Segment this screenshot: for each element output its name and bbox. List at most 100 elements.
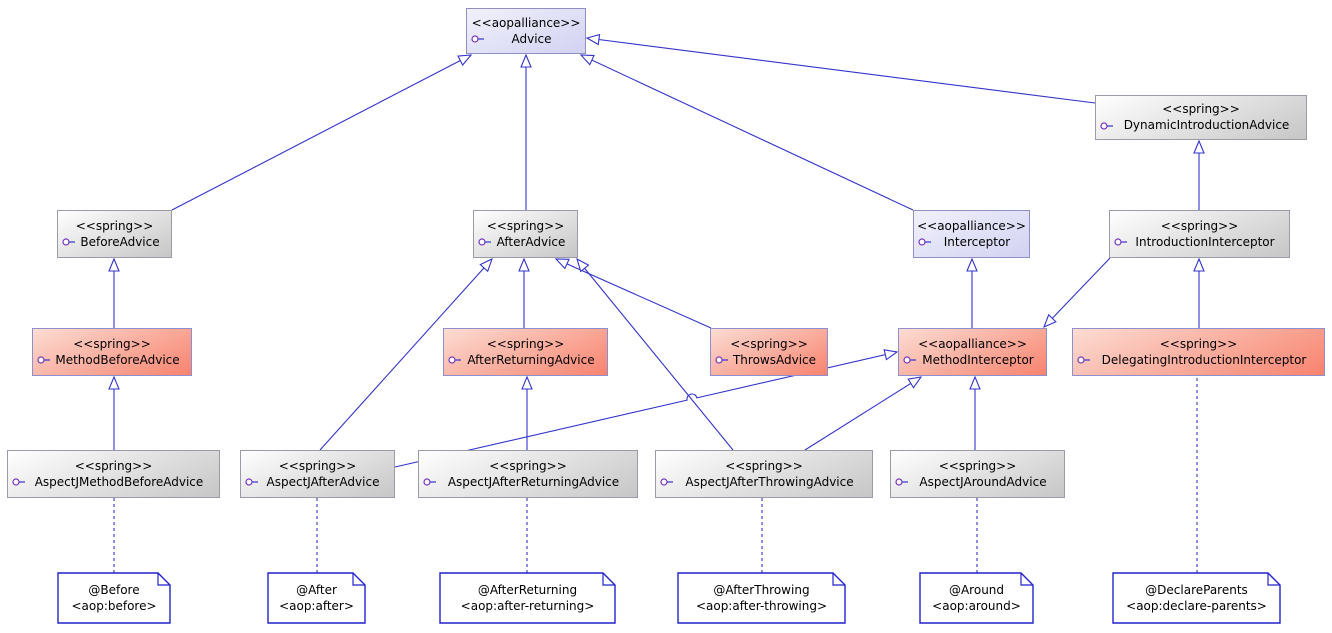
note-fold-icon <box>352 573 365 586</box>
generalization-edge-DynamicIntroductionAdvice-to-Advice <box>587 38 1096 104</box>
class-name: ThrowsAdvice <box>732 352 817 367</box>
note-shape-after-throwing <box>677 572 846 624</box>
interface-icon <box>471 35 484 43</box>
note-annotation: @AfterReturning <box>477 583 578 597</box>
interface-icon <box>62 238 75 246</box>
class-ThrowsAdvice[interactable]: <<spring>>ThrowsAdvice <box>710 328 828 376</box>
note-xml-tag: <aop:declare-parents> <box>1126 599 1267 613</box>
note-shape-before <box>57 572 171 624</box>
interface-icon <box>918 238 931 246</box>
interface-icon <box>660 478 673 486</box>
note-shape-declare-parents <box>1112 572 1281 624</box>
note-annotation: @AfterThrowing <box>713 583 810 597</box>
note-after-throwing[interactable]: @AfterThrowing <aop:after-throwing> <box>678 573 845 623</box>
class-BeforeAdvice[interactable]: <<spring>>BeforeAdvice <box>57 210 172 258</box>
note-shape-after-returning <box>439 572 616 624</box>
note-annotation: @DeclareParents <box>1145 583 1248 597</box>
generalization-edge-AspectJAfterAdvice-to-AfterAdvice <box>319 259 492 451</box>
interface-icon <box>478 238 491 246</box>
class-AfterAdvice[interactable]: <<spring>>AfterAdvice <box>473 210 578 258</box>
note-xml-tag: <aop:around> <box>932 599 1021 613</box>
stereotype-label: <<spring>> <box>486 336 565 351</box>
interface-icon <box>715 356 728 364</box>
class-Advice[interactable]: <<aopalliance>>Advice <box>466 8 586 54</box>
interface-icon <box>245 478 258 486</box>
generalization-edge-ThrowsAdvice-to-AfterAdvice <box>556 259 712 329</box>
stereotype-label: <<spring>> <box>1159 336 1238 351</box>
note-xml-tag: <aop:after-throwing> <box>695 599 828 613</box>
note-fold-icon <box>602 573 615 586</box>
generalization-edge-Interceptor-to-Advice <box>581 55 914 211</box>
stereotype-label: <<spring>> <box>486 218 565 233</box>
class-name: IntroductionInterceptor <box>1135 234 1275 249</box>
note-after[interactable]: @After <aop:after> <box>268 573 365 623</box>
class-DynamicIntroductionAdvice[interactable]: <<spring>>DynamicIntroductionAdvice <box>1095 95 1307 140</box>
class-Interceptor[interactable]: <<aopalliance>>Interceptor <box>913 210 1030 258</box>
stereotype-label: <<aopalliance>> <box>917 218 1026 233</box>
note-xml-tag: <aop:after> <box>279 599 354 613</box>
class-DelegatingIntroductionInterceptor[interactable]: <<spring>>DelegatingIntroductionIntercep… <box>1072 328 1325 376</box>
stereotype-label: <<spring>> <box>75 218 154 233</box>
note-annotation: @Before <box>88 583 140 597</box>
class-AspectJAfterReturningAdvice[interactable]: <<spring>>AspectJAfterReturningAdvice <box>418 450 638 498</box>
stereotype-label: <<spring>> <box>938 458 1017 473</box>
stereotype-label: <<spring>> <box>725 458 803 473</box>
stereotype-label: <<spring>> <box>489 458 567 473</box>
note-before[interactable]: @Before<aop:before> <box>58 573 170 623</box>
class-name: AspectJAfterReturningAdvice <box>447 474 620 489</box>
note-annotation: @Around <box>948 583 1005 597</box>
class-name: AfterReturningAdvice <box>467 352 595 367</box>
stereotype-label: <<spring>> <box>1160 218 1239 233</box>
stereotype-label: <<spring>> <box>73 336 151 351</box>
class-AspectJAfterAdvice[interactable]: <<spring>>AspectJAfterAdvice <box>240 450 395 498</box>
note-xml-tag: <aop:after-returning> <box>460 599 595 613</box>
generalization-edge-AspectJAfterThrowingAdvice-to-AfterAdvice <box>577 259 734 451</box>
note-fold-icon <box>1020 573 1033 586</box>
stereotype-label: <<aopalliance>> <box>918 336 1027 351</box>
interface-icon <box>1100 121 1113 130</box>
interface-icon <box>895 478 908 486</box>
note-after-returning[interactable]: @AfterReturning <aop:after-returning> <box>440 573 615 623</box>
note-declare-parents[interactable]: @DeclareParents <aop:declare-parents> <box>1113 573 1280 623</box>
class-name: AspectJMethodBeforeAdvice <box>34 474 204 489</box>
interface-icon <box>1114 238 1127 246</box>
class-IntroductionInterceptor[interactable]: <<spring>>IntroductionInterceptor <box>1109 210 1290 258</box>
class-MethodInterceptor[interactable]: <<aopalliance>>MethodInterceptor <box>898 328 1047 376</box>
class-name: MethodInterceptor <box>922 352 1034 367</box>
note-fold-icon <box>157 573 170 586</box>
stereotype-label: <<spring>> <box>74 458 153 473</box>
note-around[interactable]: @Around <aop:around> <box>920 573 1033 623</box>
interface-icon <box>12 478 25 486</box>
note-shape-around <box>919 572 1034 624</box>
class-AspectJAfterThrowingAdvice[interactable]: <<spring>>AspectJAfterThrowingAdvice <box>655 450 873 498</box>
note-annotation: @After <box>296 583 337 597</box>
stereotype-label: <<spring>> <box>278 458 357 473</box>
note-fold-icon <box>1267 573 1280 586</box>
stereotype-label: <<spring>> <box>1162 102 1240 116</box>
class-name: AfterAdvice <box>496 234 566 249</box>
class-AspectJAroundAdvice[interactable]: <<spring>>AspectJAroundAdvice <box>890 450 1065 498</box>
interface-icon <box>903 356 916 364</box>
class-name: AspectJAfterThrowingAdvice <box>685 474 854 489</box>
class-name: Advice <box>511 31 552 46</box>
note-fold-icon <box>832 573 845 586</box>
class-name: AspectJAroundAdvice <box>919 474 1047 489</box>
generalization-edge-BeforeAdvice-to-Advice <box>171 55 471 211</box>
class-name: AspectJAfterAdvice <box>266 474 380 489</box>
interface-icon <box>37 356 50 364</box>
interface-icon <box>423 478 436 486</box>
class-MethodBeforeAdvice[interactable]: <<spring>>MethodBeforeAdvice <box>32 328 192 376</box>
generalization-edge-AspectJAfterAdvice-to-MethodInterceptor <box>394 352 897 468</box>
note-shape-after <box>267 572 366 624</box>
class-AfterReturningAdvice[interactable]: <<spring>>AfterReturningAdvice <box>443 328 608 376</box>
generalization-edge-AspectJAfterThrowingAdvice-to-MethodInterceptor <box>804 377 921 451</box>
class-name: Interceptor <box>943 234 1011 249</box>
interface-icon <box>448 356 461 364</box>
generalization-edge-IntroductionInterceptor-to-MethodInterceptor <box>1044 257 1111 327</box>
class-AspectJMethodBeforeAdvice[interactable]: <<spring>>AspectJMethodBeforeAdvice <box>7 450 220 498</box>
stereotype-label: <<spring>> <box>730 336 808 351</box>
class-name: DelegatingIntroductionInterceptor <box>1101 352 1307 367</box>
stereotype-label: <<aopalliance>> <box>471 15 581 30</box>
